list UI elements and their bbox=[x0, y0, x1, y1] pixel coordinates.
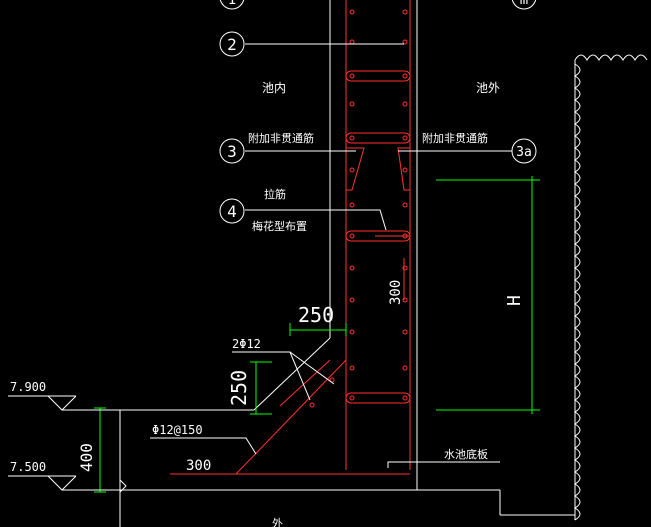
callout-c3-text: 3 bbox=[227, 142, 237, 161]
label-inside: 池内 bbox=[262, 81, 286, 95]
dimensions bbox=[94, 176, 540, 493]
elevation-upper-text: 7.900 bbox=[10, 380, 46, 394]
label-plum-layout: 梅花型布置 bbox=[252, 219, 307, 233]
callout-c4-text: 4 bbox=[227, 202, 237, 221]
callout-c3a bbox=[511, 138, 537, 164]
dim-250-v-text: 250 bbox=[227, 370, 251, 406]
soil-scallop-right bbox=[574, 63, 581, 521]
callout-top-right-text: m bbox=[520, 0, 528, 8]
additional-bar-right bbox=[397, 147, 410, 191]
leader-2phi12-b bbox=[289, 351, 335, 385]
dim-300-bottom-text: 300 bbox=[186, 458, 211, 474]
leader-water-bottom bbox=[387, 461, 500, 468]
dim-h-text: H bbox=[504, 295, 525, 306]
label-2phi12: 2Φ12 bbox=[232, 337, 261, 351]
label-bottom-partial: 外 bbox=[272, 517, 283, 527]
callout-top-left-text: 1 bbox=[228, 0, 236, 8]
concrete-outline bbox=[119, 0, 648, 527]
callout-top-left bbox=[219, 0, 245, 10]
elevation-lower-triangle bbox=[47, 475, 77, 491]
elevation-upper-triangle bbox=[47, 395, 77, 411]
break-line bbox=[119, 479, 127, 493]
callout-c2-text: 2 bbox=[227, 35, 237, 54]
callout-c4 bbox=[219, 198, 245, 224]
text-labels: 2 3 4 3a 1 m 池内 池外 附加非贯通筋 附加非贯通筋 拉筋 梅花型布… bbox=[10, 0, 532, 527]
label-phi12-150: Φ12@150 bbox=[152, 423, 203, 437]
leaders bbox=[150, 43, 512, 468]
label-extra-rebar-right: 附加非贯通筋 bbox=[422, 131, 488, 145]
callout-top-right bbox=[511, 0, 537, 10]
dim-300-diag-text: 300 bbox=[388, 280, 404, 305]
label-water-bottom: 水池底板 bbox=[444, 447, 488, 461]
callout-c2 bbox=[219, 31, 245, 57]
callout-c3a-text: 3a bbox=[516, 145, 532, 160]
rebar bbox=[170, 0, 411, 475]
soil-scallop-top bbox=[574, 54, 648, 61]
callout-circles bbox=[219, 0, 537, 224]
rebar-dots bbox=[309, 9, 408, 408]
dim-400-text: 400 bbox=[77, 443, 96, 472]
tie-bar bbox=[345, 392, 411, 404]
label-extra-rebar-left: 附加非贯通筋 bbox=[248, 131, 314, 145]
dim-250-h-text: 250 bbox=[298, 303, 334, 327]
callout-c3 bbox=[219, 138, 245, 164]
label-tie-bar: 拉筋 bbox=[264, 187, 286, 201]
leader-phi12 bbox=[150, 437, 257, 455]
elevation-markers bbox=[8, 395, 120, 491]
leader-c4 bbox=[245, 209, 387, 231]
rebar-top-slab bbox=[279, 359, 331, 407]
tie-bar bbox=[345, 70, 411, 82]
rebar-haunch-diagonal bbox=[235, 359, 347, 475]
tie-bar bbox=[345, 132, 411, 144]
haunch-face bbox=[253, 337, 331, 411]
additional-bar-left bbox=[346, 147, 365, 191]
label-outside: 池外 bbox=[476, 81, 500, 95]
elevation-lower-text: 7.500 bbox=[10, 460, 46, 474]
